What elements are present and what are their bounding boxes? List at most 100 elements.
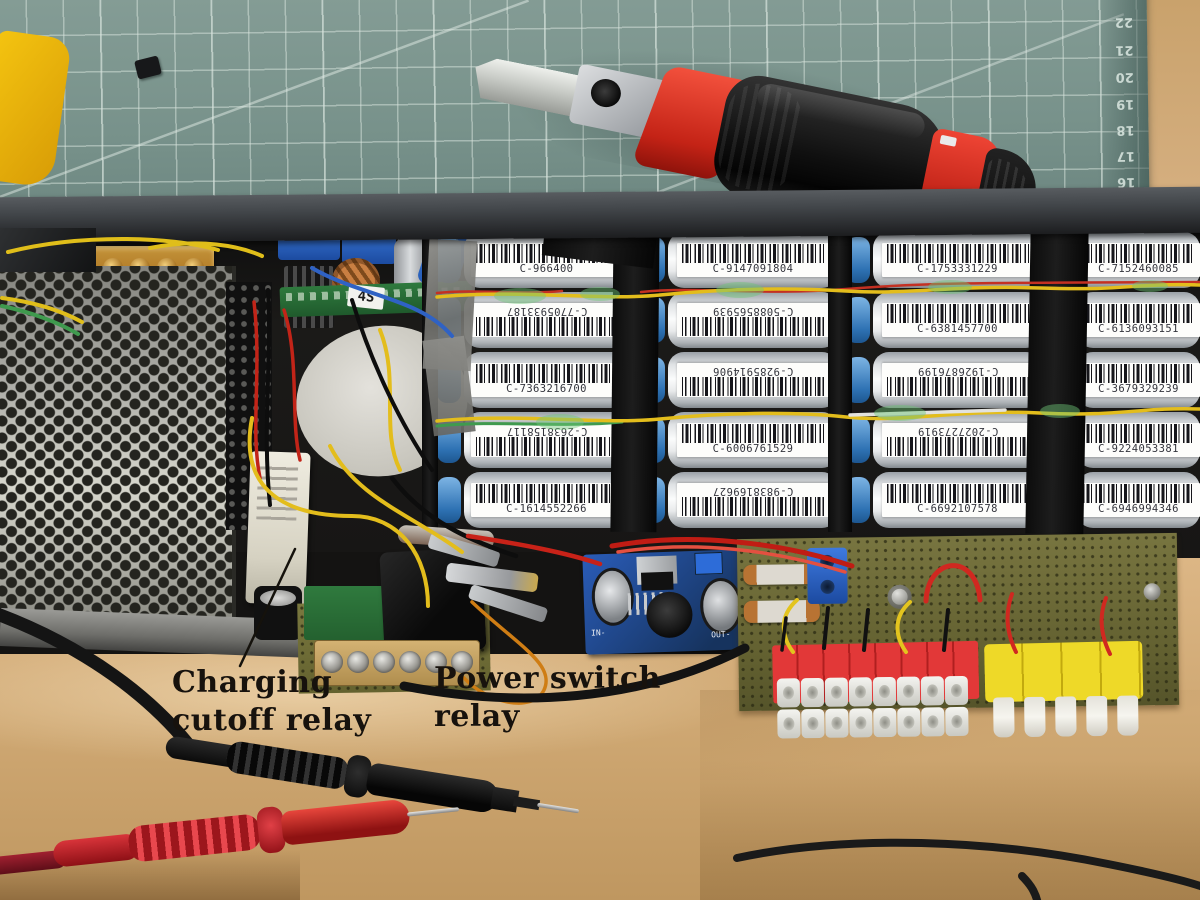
probe-tip <box>407 807 460 817</box>
barcode <box>886 304 1029 323</box>
barcode <box>682 497 824 516</box>
barcode <box>886 244 1029 263</box>
white-pin <box>1117 695 1139 736</box>
battery-serial: C-9285914906 <box>712 365 794 377</box>
barcode <box>475 484 618 503</box>
battery-serial: C-5088565939 <box>712 305 794 317</box>
battery-serial: C-3679329239 <box>1098 383 1179 395</box>
battery-body: C-9285914906 <box>668 352 838 408</box>
clear-terminal-block <box>849 708 873 738</box>
barcode <box>1082 304 1195 323</box>
battery-serial: C-6381457700 <box>917 323 998 335</box>
barcode <box>1082 424 1195 443</box>
probe-ribbed-grip <box>224 739 351 791</box>
distribution-perfboard <box>736 532 1180 739</box>
barcode <box>682 377 824 396</box>
battery-label: C-9285914906 <box>677 363 829 397</box>
battery-cell: C-6692107578 <box>846 472 1042 528</box>
power-switch-relay <box>379 547 487 655</box>
annotation-line-2: cutoff relay <box>172 703 372 738</box>
battery-cell: C-9285914906 <box>641 352 838 408</box>
battery-body: C-7152460085 <box>1077 232 1200 288</box>
battery-body: C-2027273919 <box>873 412 1042 468</box>
battery-serial: C-6692107578 <box>917 503 998 515</box>
battery-cell: C-6006761529 <box>641 412 838 468</box>
mat-ruler-number: 20 <box>1115 69 1134 85</box>
battery-cell: C-6136093151 <box>1050 292 1200 348</box>
barcode <box>475 437 618 456</box>
converter-out-label: OUT- <box>711 629 731 640</box>
battery-label: C-2027273919 <box>881 423 1034 457</box>
white-connector-pins <box>993 695 1150 741</box>
black-tape-strip <box>610 225 660 533</box>
battery-cell: C-5088565939 <box>641 292 838 348</box>
battery-body: C-7705933187 <box>464 292 629 348</box>
probe-body <box>280 798 412 846</box>
clear-terminal-block <box>776 678 801 708</box>
battery-serial: C-1926876199 <box>917 365 998 377</box>
battery-serial: C-2027273919 <box>917 425 998 437</box>
battery-cell: C-7705933187 <box>437 292 629 348</box>
battery-cell: C-9147091804 <box>641 232 838 288</box>
battery-label: C-6692107578 <box>881 483 1034 517</box>
blue-terminal-block <box>806 547 848 605</box>
white-pin <box>1024 696 1046 738</box>
battery-label: C-9224053381 <box>1077 423 1200 457</box>
yellow-connector <box>984 640 1144 703</box>
terminal-screw <box>321 651 343 673</box>
probe-ribbed-grip <box>127 813 263 863</box>
battery-body: C-9147091804 <box>668 232 838 288</box>
battery-cell: C-2027273919 <box>846 412 1042 468</box>
battery-body: C-9224053381 <box>1077 412 1200 468</box>
battery-label: C-5088565939 <box>677 303 829 337</box>
terminal-screw <box>399 651 421 673</box>
battery-serial: C-6006761529 <box>712 443 794 455</box>
mat-ruler-number: 17 <box>1116 148 1135 164</box>
white-pin <box>1055 696 1077 737</box>
probe-shaft <box>512 796 541 811</box>
battery-label: C-7363216700 <box>470 363 623 397</box>
screw <box>1143 583 1161 601</box>
battery-serial: C-6136093151 <box>1098 323 1179 335</box>
clear-terminal-block <box>873 707 897 738</box>
battery-cell: C-1753331229 <box>846 232 1042 288</box>
battery-label: C-1926876199 <box>881 363 1034 397</box>
battery-serial: C-7705933187 <box>506 305 587 317</box>
clear-terminal-block <box>945 706 969 737</box>
bolt <box>887 584 912 609</box>
converter-trimpot <box>694 551 724 575</box>
battery-cell: C-7363216700 <box>437 352 629 408</box>
mat-ruler-number: 21 <box>1115 42 1134 58</box>
battery-serial: C-9147091804 <box>712 263 794 275</box>
battery-serial: C-966400 <box>519 263 574 275</box>
annotation-line-1: Power switch <box>434 661 661 696</box>
battery-cell: C-9838169627 <box>641 472 838 528</box>
battery-label: C-3679329239 <box>1077 363 1200 397</box>
clear-terminal-block <box>801 708 825 739</box>
battery-label: C-6381457700 <box>881 303 1034 337</box>
battery-serial: C-9838169627 <box>712 485 794 497</box>
barcode <box>1082 364 1195 383</box>
clear-terminal-block <box>872 676 897 707</box>
clear-terminal-block <box>777 709 801 739</box>
barcode <box>1082 484 1195 503</box>
barcode <box>886 377 1029 396</box>
clear-terminal-block <box>921 707 945 737</box>
battery-serial: C-1614552266 <box>506 503 587 515</box>
battery-serial: C-1753331229 <box>917 263 998 275</box>
battery-label: C-9838169627 <box>677 483 829 517</box>
battery-body: C-6692107578 <box>873 472 1042 528</box>
converter-regulator-ic <box>636 555 678 585</box>
barcode <box>475 317 618 336</box>
clear-terminal-block <box>944 675 969 706</box>
case-edge-shadow <box>0 228 96 272</box>
battery-serial: C-2638158117 <box>506 425 587 437</box>
annotation-line-2: relay <box>434 699 520 734</box>
battery-blue-end <box>437 477 461 523</box>
battery-body: C-2638158117 <box>464 412 629 468</box>
battery-serial: C-7152460085 <box>1098 263 1179 275</box>
converter-in-label: IN- <box>590 628 606 638</box>
clear-terminal-blocks <box>776 675 978 741</box>
converter-inductor <box>645 591 694 639</box>
